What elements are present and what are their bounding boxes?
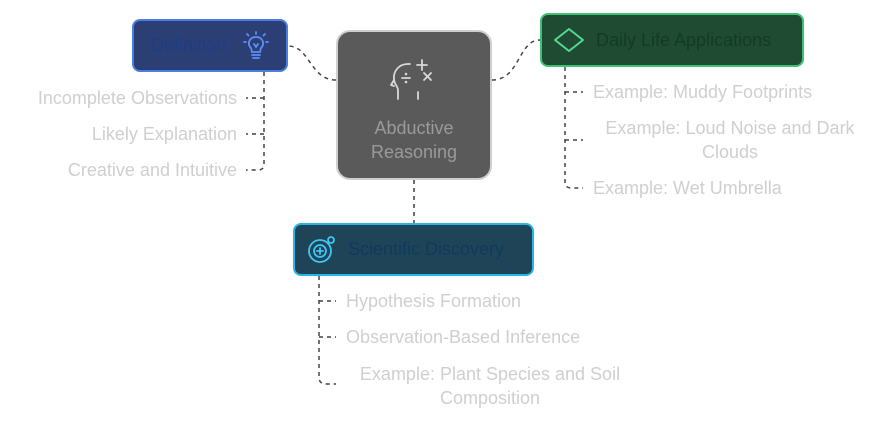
definition-item-2: Likely Explanation bbox=[91, 124, 237, 144]
math-operators-head-icon bbox=[390, 59, 432, 100]
daily-item-1: Example: Muddy Footprints bbox=[593, 82, 813, 102]
definition-item-1: Incomplete Observations bbox=[37, 88, 237, 108]
scientific-discovery-node[interactable]: Scientific Discovery bbox=[293, 223, 534, 276]
daily-item-2: Example: Loud Noise and Dark Clouds bbox=[605, 118, 855, 162]
connector-center-daily bbox=[491, 39, 541, 81]
definition-node[interactable]: Definition bbox=[132, 19, 288, 72]
connector-definition-tree bbox=[246, 72, 265, 171]
target-plus-icon bbox=[308, 235, 335, 263]
definition-item-3: Creative and Intuitive bbox=[67, 160, 237, 180]
central-topic-node[interactable]: Abductive Reasoning bbox=[336, 30, 492, 180]
lightbulb-icon bbox=[243, 30, 269, 59]
daily-life-applications-node[interactable]: Daily Life Applications bbox=[540, 13, 804, 67]
definition-label: Definition bbox=[151, 35, 227, 55]
science-item-2: Observation-Based Inference bbox=[346, 327, 581, 347]
connector-science-tree bbox=[318, 276, 336, 385]
connector-daily-tree bbox=[564, 67, 583, 189]
science-item-3: Example: Plant Species and Soil Composit… bbox=[359, 364, 621, 408]
daily-item-3: Example: Wet Umbrella bbox=[593, 178, 782, 198]
diamond-icon bbox=[554, 28, 584, 52]
scientific-discovery-label: Scientific Discovery bbox=[348, 239, 505, 259]
connector-center-definition bbox=[287, 45, 337, 81]
science-item-1: Hypothesis Formation bbox=[346, 291, 522, 311]
central-topic-label: Abductive Reasoning bbox=[370, 118, 458, 162]
daily-life-applications-label: Daily Life Applications bbox=[596, 29, 772, 50]
